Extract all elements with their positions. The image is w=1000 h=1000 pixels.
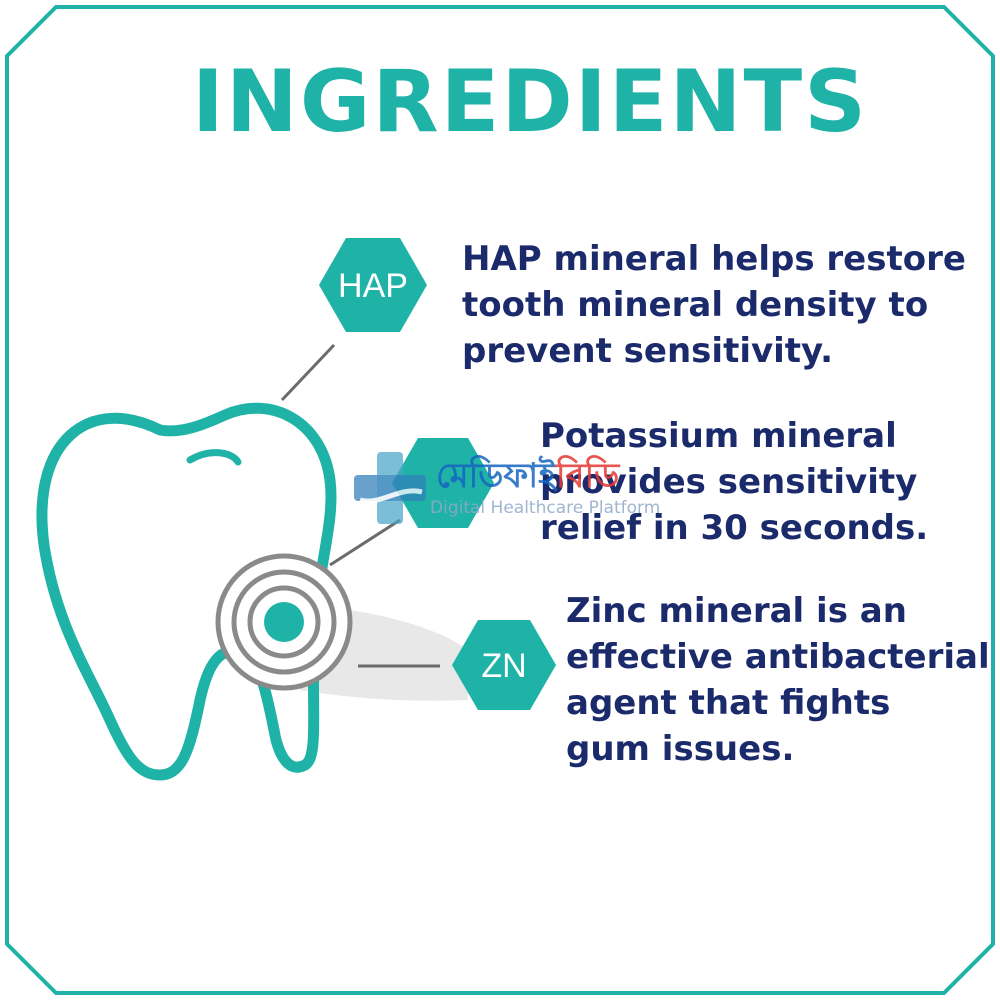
hap-description-line: prevent sensitivity. [462,331,834,371]
connector-potassium [329,518,401,567]
hap-description: HAP mineral helps restore tooth mineral … [462,236,966,374]
zinc-description-line: effective antibacterial [566,637,990,677]
watermark-brand-main: মেডিফাই [436,456,556,496]
watermark-brand: মেডিফাইবিডি [436,456,619,496]
tooth-crown-curve [186,449,242,466]
zinc-description-line: gum issues. [566,729,795,769]
page-title: INGREDIENTS [191,52,869,152]
hex-badge-hap: HAP [319,238,427,332]
zinc-description-line: agent that fights [566,683,891,723]
hex-badge-potassium [392,438,494,528]
watermark: মেডিফাইবিডি Digital Healthcare Platform [350,444,690,534]
zinc-description: Zinc mineral is an effective antibacteri… [566,588,990,772]
hex-badge-zn: ZN [452,620,556,710]
potassium-description-line: Potassium mineral [540,416,897,456]
hap-description-line: HAP mineral helps restore [462,239,966,279]
watermark-brand-accent: বিডি [555,456,620,496]
potassium-description-line: relief in 30 seconds. [540,508,929,548]
hap-description-line: tooth mineral density to [462,285,929,325]
hex-badge-hap-label: HAP [338,267,408,305]
target-rings-icon [215,553,353,691]
connector-hap [280,343,336,402]
watermark-subtitle: Digital Healthcare Platform [430,498,661,518]
medical-cross-logo [354,452,426,524]
potassium-description: Potassium mineral provides sensitivity r… [540,413,928,551]
hex-badge-zn-label: ZN [481,647,526,685]
zinc-description-line: Zinc mineral is an [566,591,907,631]
potassium-description-line: provides sensitivity [540,462,918,502]
